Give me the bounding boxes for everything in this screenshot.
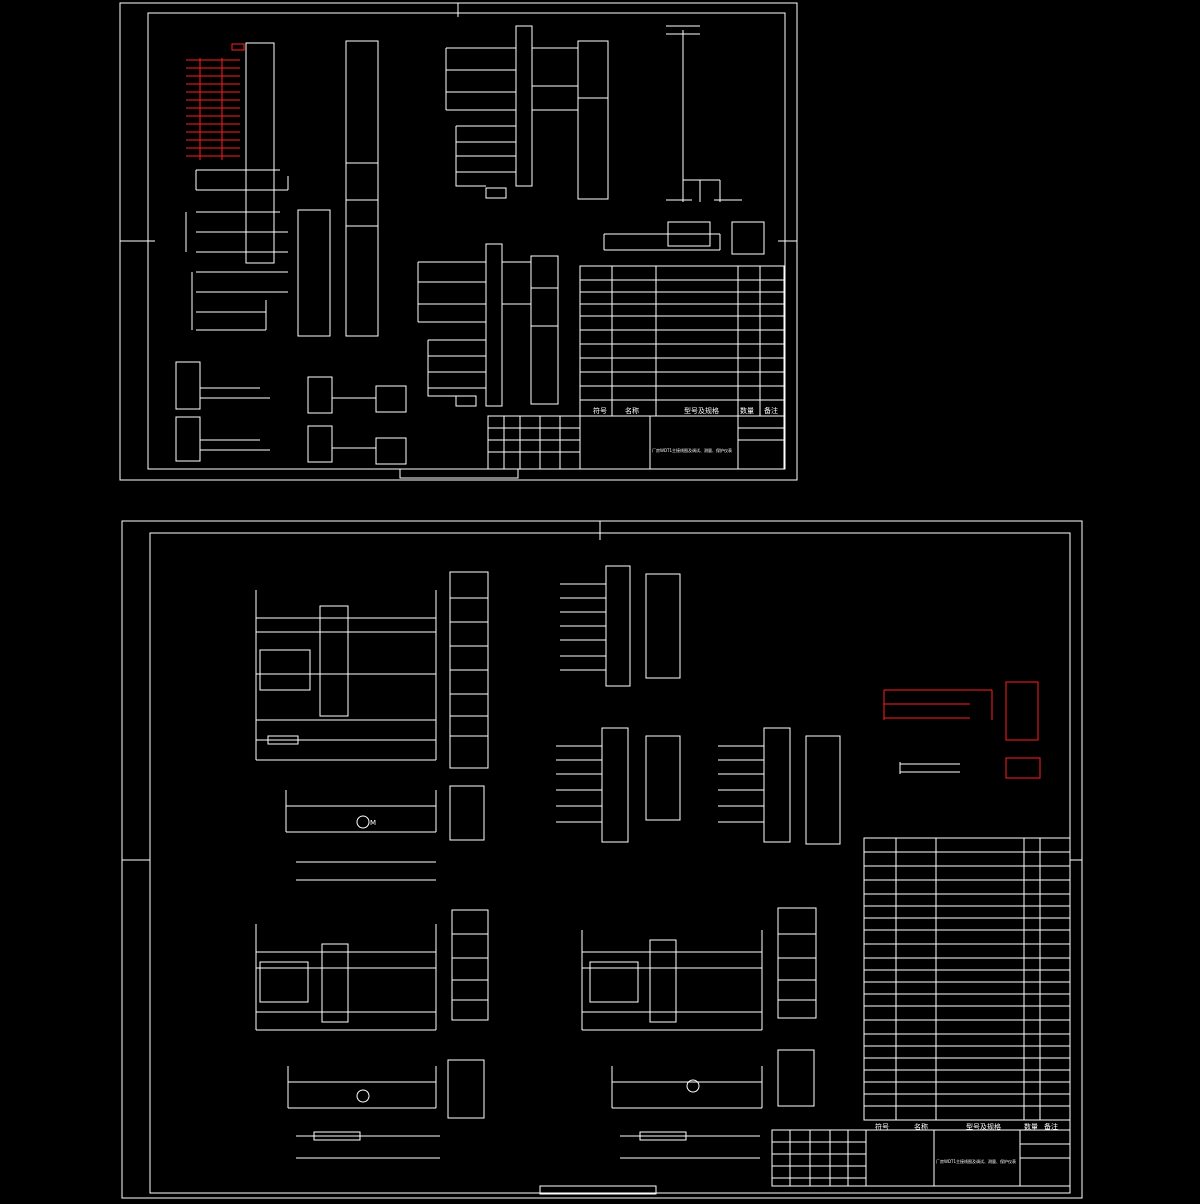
- sheet-2-table-header-name: 名称: [914, 1122, 928, 1131]
- sheet-1-bottom-strip: [399, 468, 519, 479]
- single-line-diagram: [666, 25, 742, 202]
- sheet-1-table-header-model: 型号及规格: [684, 406, 719, 415]
- small-boxes-bottom-left: [175, 361, 407, 465]
- sheet-2-table-header-model: 型号及规格: [966, 1122, 1001, 1131]
- small-wiring-right: [899, 762, 960, 774]
- sheet-2-table-header-symbol: 符号: [875, 1122, 889, 1131]
- terminal-strip-1: [245, 42, 275, 264]
- sheet-1-table-header-name: 名称: [625, 406, 639, 415]
- red-wiring-block: [186, 43, 245, 160]
- sheet-1-table-header-qty: 数量: [740, 406, 754, 415]
- sheet-2-title-block: [771, 1129, 1071, 1187]
- sheet-1-title-text: 厂房WDT1主接线图及调试、测量、保护仪表: [652, 447, 732, 453]
- center-mid-circuits: [417, 221, 765, 407]
- sheet-2: [121, 520, 1083, 1199]
- sheet-1-title-block: [487, 415, 785, 470]
- terminal-block-group: [556, 565, 841, 845]
- sheet-1-table: [579, 265, 785, 417]
- sheet-1-inner-frame: [147, 12, 786, 470]
- sheet-2-outer-frame: [121, 520, 1083, 1199]
- circuit-c: [581, 907, 817, 1159]
- sheet-1-table-header-remark: 备注: [764, 406, 778, 415]
- sheet-2-title-text: 厂房WDT1主接线图及调试、测量、保护仪表: [936, 1158, 1016, 1164]
- circuit-b: [255, 909, 489, 1159]
- center-top-circuits: [445, 25, 609, 200]
- circuit-a: [255, 571, 489, 881]
- left-circuits: [185, 169, 289, 331]
- terminal-strip-2: [297, 209, 331, 337]
- sheet-2-bottom-strip: [539, 1185, 657, 1195]
- sheet-1: [119, 2, 798, 481]
- legend-column-1: [345, 40, 379, 337]
- sheet-1-table-header-symbol: 符号: [593, 406, 607, 415]
- sheet-2-table-header-qty: 数量: [1024, 1122, 1038, 1131]
- sheet-2-table: [863, 837, 1071, 1121]
- sheet-2-table-header-remark: 备注: [1044, 1122, 1058, 1131]
- red-interlock: [883, 681, 1041, 779]
- motor-symbol-label: M: [370, 819, 376, 827]
